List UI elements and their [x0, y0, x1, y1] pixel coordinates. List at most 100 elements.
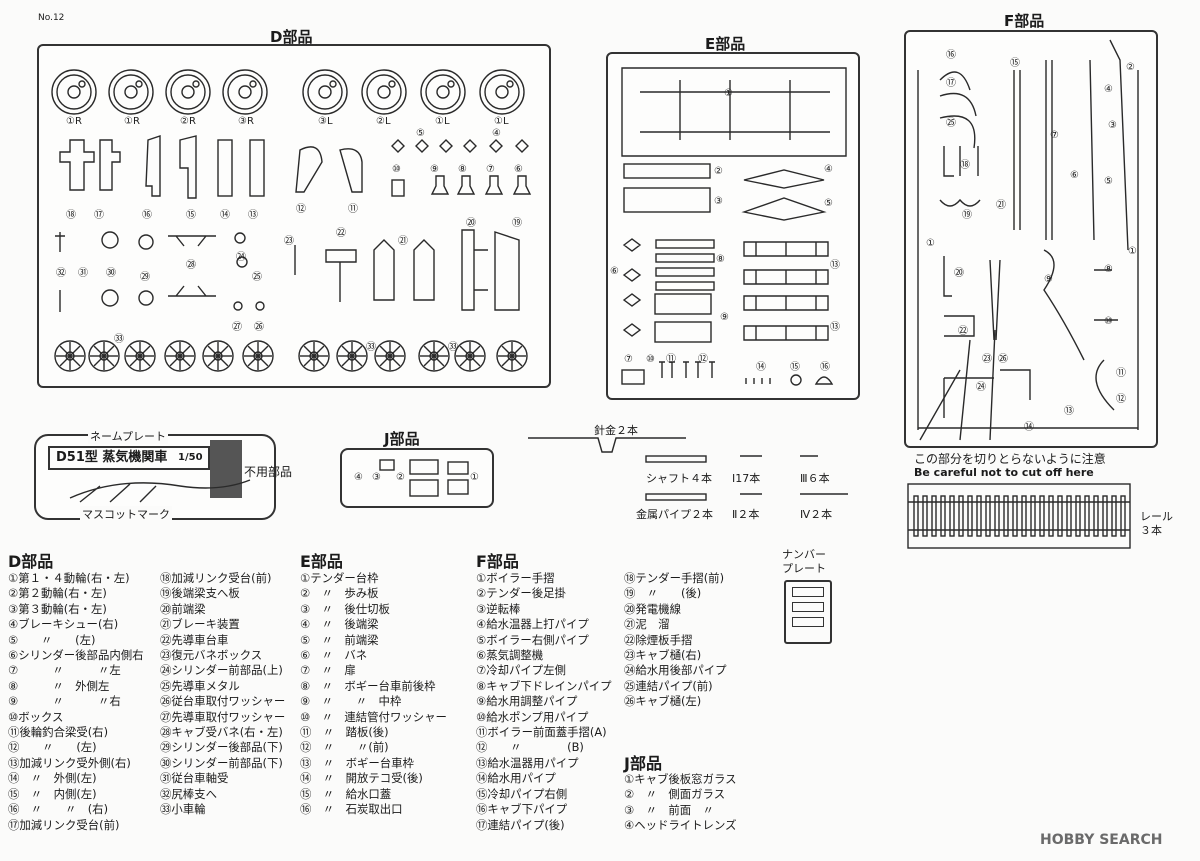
- legend-j-item: ② 〃 側面ガラス: [624, 787, 726, 802]
- part-number-label: ㉝: [366, 342, 376, 353]
- part-number-label: ㉔: [236, 252, 246, 263]
- legend-d-item: ㉒先導車台車: [160, 632, 229, 647]
- legend-e-item: ⑨ 〃 〃 中枠: [300, 694, 402, 709]
- legend-d-item: ⑨ 〃 〃右: [8, 694, 121, 709]
- legend-d-item: ㉝小車輪: [160, 802, 206, 817]
- rail-tie: [985, 495, 991, 537]
- legend-d-item: ⑮ 〃 内側(左): [8, 786, 97, 801]
- part-number-label: ⑨: [430, 164, 439, 175]
- part-number-label: ⑫: [1116, 394, 1126, 405]
- part-number-label: ④: [354, 472, 363, 483]
- rail-tie: [1066, 495, 1072, 537]
- d-parts-sprue: [37, 44, 551, 388]
- part-number-label: ①R: [124, 116, 140, 127]
- part-number-label: ④: [492, 128, 501, 139]
- legend-d-item: ⑧ 〃 外側左: [8, 678, 110, 693]
- rail-tie: [1084, 495, 1090, 537]
- rail-tie: [1048, 495, 1054, 537]
- legend-f-title: F部品: [476, 552, 519, 571]
- rail-tie: [1111, 495, 1117, 537]
- part-number-label: ⑯: [820, 362, 830, 373]
- legend-f-item: ①ボイラー手摺: [476, 571, 555, 585]
- legend-f-item: ⑰連結パイプ(後): [476, 817, 565, 832]
- part-number-label: ⑨: [720, 312, 729, 323]
- legend-f-item: ⑩給水ポンプ用パイプ: [476, 709, 589, 724]
- part-number-label: ㉓: [982, 354, 992, 365]
- small-wheel: [374, 340, 406, 372]
- rail-tie: [1093, 495, 1099, 537]
- legend-f-item: ⑥蒸気調整機: [476, 648, 544, 663]
- legend-f: F部品: [476, 548, 519, 576]
- small-wheel: [202, 340, 234, 372]
- legend-j-item: ①キャブ後板窓ガラス: [624, 772, 737, 786]
- brake-shoe: [515, 139, 529, 153]
- legend-d-item: ⑩ボックス: [8, 709, 64, 724]
- part-number-label: ㉘: [186, 260, 196, 271]
- part-number-label: ①: [1128, 246, 1137, 257]
- legend-j-title: J部品: [624, 754, 662, 773]
- legend-e-item: ⑫ 〃 〃(前): [300, 740, 389, 755]
- part-number-label: ③L: [318, 116, 333, 127]
- legend-d-item: ㉙シリンダー後部品(下): [160, 740, 283, 755]
- part-number-label: ⑬: [830, 322, 840, 333]
- driving-wheel: [479, 69, 525, 115]
- part-number-label: ③: [714, 196, 723, 207]
- small-wheel: [336, 340, 368, 372]
- legend-f-item: ㉔給水用後部パイプ: [624, 663, 727, 678]
- part-number-label: ⑧: [716, 254, 725, 265]
- part-number-label: ㉕: [946, 118, 956, 129]
- part-number-label: ⑯: [142, 210, 152, 221]
- part-number-label: ㉒: [336, 228, 346, 239]
- part-number-label: ㉔: [976, 382, 986, 393]
- part-number-label: ①R: [66, 116, 82, 127]
- driving-wheel: [165, 69, 211, 115]
- part-number-label: ⑧: [1104, 264, 1113, 275]
- part-number-label: ㉝: [114, 334, 124, 345]
- rail-tie: [967, 495, 973, 537]
- small-wheel: [164, 340, 196, 372]
- small-wheel: [124, 340, 156, 372]
- bogie-frame-bar: [655, 253, 715, 263]
- legend-f-item: ⑳発電機線: [624, 601, 681, 616]
- legend-d-item: ⑲後端梁支へ板: [160, 586, 240, 601]
- e-panel-title: E部品: [705, 35, 746, 53]
- cylinder-part: [456, 175, 476, 195]
- part-number-label: ⑭: [756, 362, 766, 373]
- rail-tie: [913, 495, 919, 537]
- rail-tie: [1075, 495, 1081, 537]
- legend-f-item: ⑤ボイラー右側パイプ: [476, 632, 589, 647]
- cylinder-part: [484, 175, 504, 195]
- legend-d: D部品: [8, 548, 53, 576]
- rail-tie: [976, 495, 982, 537]
- legend-d-item: ⑯ 〃 〃 (右): [8, 802, 109, 817]
- part-number-label: ①: [926, 238, 935, 249]
- legend-f-item: ⑧キャブ下ドレインパイプ: [476, 678, 612, 693]
- part-number-label: ③R: [238, 116, 254, 127]
- part-number-label: ⑲: [962, 210, 972, 221]
- driving-wheel: [302, 69, 348, 115]
- legend-e-item: ①テンダー台枠: [300, 571, 379, 585]
- legend-e-item: ⑧ 〃 ボギー台車前後枠: [300, 678, 436, 693]
- part-number-label: ⑯: [946, 50, 956, 61]
- legend-f-item: ③逆転棒: [476, 601, 521, 616]
- rail-tie: [1012, 495, 1018, 537]
- part-number-label: ①: [470, 472, 479, 483]
- part-number-label: ㉖: [998, 354, 1008, 365]
- watermark: HOBBY SEARCH: [1040, 832, 1163, 848]
- legend-d-item: ①第１・４動輪(右・左): [8, 571, 130, 585]
- rail-tie: [958, 495, 964, 537]
- legend-e-item: ⑯ 〃 石炭取出口: [300, 802, 403, 817]
- legend-d-item: ②第２動輪(右・左): [8, 586, 107, 601]
- driving-wheel: [361, 69, 407, 115]
- f-note-jp: この部分を切りとらないように注意: [914, 452, 1106, 466]
- metal-ii-label: Ⅱ２本: [732, 508, 760, 521]
- rail-tie: [1120, 495, 1126, 537]
- legend-d-item: ⑱加減リンク受台(前): [160, 571, 272, 585]
- legend-d-item: ⑳前端梁: [160, 601, 206, 616]
- legend-f-item: ⑱テンダー手摺(前): [624, 571, 725, 585]
- legend-e-item: ⑪ 〃 踏板(後): [300, 725, 389, 740]
